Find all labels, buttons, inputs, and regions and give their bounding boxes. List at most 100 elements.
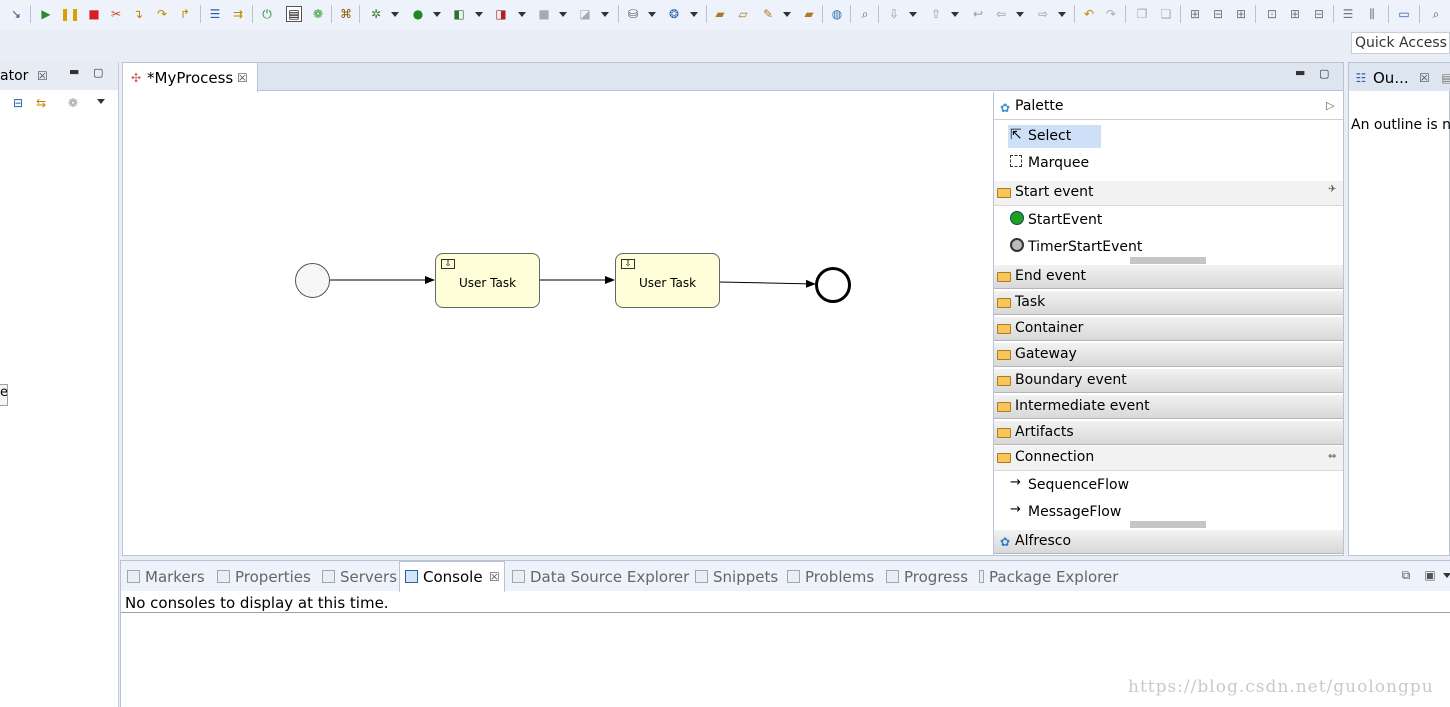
user-task-1[interactable]: ⇩ User Task [435, 253, 540, 308]
new-project-dropdown-icon[interactable] [690, 12, 698, 17]
prev-annotation-dropdown-icon[interactable] [951, 12, 959, 17]
profile-dropdown-icon[interactable] [518, 12, 526, 17]
tab-myprocess[interactable]: ✣ *MyProcess ☒ [123, 63, 258, 92]
minimize-icon[interactable]: ▬ [69, 65, 80, 78]
navigator-tab-label[interactable]: ator [0, 68, 29, 84]
entry-messageflow[interactable]: MessageFlow [1028, 504, 1122, 520]
palette-header[interactable]: ✿ Palette ▷ [994, 95, 1343, 120]
close-icon[interactable]: ☒ [1419, 71, 1430, 85]
filter-icon[interactable]: ❁ [67, 96, 79, 110]
tab-package-explorer[interactable]: Package Explorer [979, 568, 1118, 586]
next-annotation-icon[interactable]: ⇩ [888, 7, 900, 21]
tab-progress[interactable]: Progress [886, 568, 968, 586]
debug-icon[interactable]: ✲ [370, 7, 382, 21]
search-icon[interactable]: ⌕ [1432, 7, 1440, 21]
tool-select[interactable]: Select [1028, 128, 1072, 144]
drawer-task[interactable]: Task [994, 290, 1343, 315]
tab-data-source-explorer[interactable]: Data Source Explorer [512, 568, 689, 586]
profile-icon[interactable]: ◨ [495, 7, 507, 21]
drop-to-frame-icon[interactable]: ☰ [209, 7, 221, 21]
drawer-artifacts[interactable]: Artifacts [994, 420, 1343, 445]
distribute-icon[interactable]: ⊞ [1235, 7, 1247, 21]
drawer-scroll-indicator[interactable] [1130, 521, 1206, 528]
run-dropdown-icon[interactable] [433, 12, 441, 17]
tab-problems[interactable]: Problems [787, 568, 874, 586]
close-icon[interactable]: ☒ [37, 69, 48, 83]
drawer-boundary-event[interactable]: Boundary event [994, 368, 1343, 393]
drawer-container[interactable]: Container [994, 316, 1343, 341]
back-dropdown-icon[interactable] [1016, 12, 1024, 17]
end-event[interactable] [815, 267, 851, 303]
forward-dropdown-icon[interactable] [1058, 12, 1066, 17]
console-dropdown-icon[interactable] [1443, 573, 1450, 578]
terminate-icon[interactable]: ■ [88, 7, 100, 21]
maximize-icon[interactable]: ▢ [1319, 67, 1330, 80]
drawer-intermediate-event[interactable]: Intermediate event [994, 394, 1343, 419]
quick-access-field[interactable]: Quick Access [1351, 32, 1450, 54]
open-folder-icon[interactable]: ▰ [715, 7, 725, 21]
globe-icon[interactable]: ◍ [831, 7, 843, 21]
forward-icon[interactable]: ⇨ [1037, 7, 1049, 21]
new-server-dropdown-icon[interactable] [648, 12, 656, 17]
entry-timerstartevent[interactable]: TimerStartEvent [1028, 239, 1143, 255]
spring-boot-icon[interactable]: ⏻ [262, 7, 272, 21]
debug-dropdown-icon[interactable] [391, 12, 399, 17]
tab-servers[interactable]: Servers [322, 568, 397, 586]
suspend-icon[interactable]: ❚❚ [59, 7, 81, 21]
zoom-in-icon[interactable]: ☰ [1342, 7, 1354, 21]
pin-icon[interactable]: ✈ [1328, 184, 1337, 195]
link-with-editor-icon[interactable]: ⇆ [35, 96, 47, 110]
back-icon[interactable]: ⇦ [995, 7, 1007, 21]
palette-collapse-icon[interactable]: ▷ [1326, 99, 1335, 112]
close-icon[interactable]: ☒ [489, 570, 500, 584]
match-size-icon[interactable]: ⊡ [1266, 7, 1278, 21]
tab-console[interactable]: Console [405, 568, 483, 586]
toggle-breakpoint-view-icon[interactable]: ▤ [286, 6, 302, 22]
deploy-dropdown-icon[interactable] [783, 12, 791, 17]
sequence-flow-3[interactable] [718, 279, 816, 288]
prev-annotation-icon[interactable]: ⇧ [930, 7, 942, 21]
new-server-icon[interactable]: ⛁ [627, 7, 639, 21]
minimize-icon[interactable]: ▬ [1295, 66, 1306, 79]
maximize-icon[interactable]: ▢ [93, 66, 104, 79]
step-over-icon[interactable]: ↷ [156, 7, 168, 21]
new-project-icon[interactable]: ❂ [668, 7, 680, 21]
drawer-connection[interactable]: Connection ⇔ [994, 446, 1343, 471]
outline-tab-label[interactable]: Ou... [1373, 69, 1409, 87]
drawer-alfresco[interactable]: ✿ Alfresco [994, 529, 1343, 554]
external-tools-dropdown-icon[interactable] [559, 12, 567, 17]
snap-icon[interactable]: ⊟ [1313, 7, 1325, 21]
step-return-icon[interactable]: ↱ [179, 7, 191, 21]
grid-icon[interactable]: ⊞ [1289, 7, 1301, 21]
redo-icon[interactable]: ↷ [1105, 7, 1117, 21]
resume-icon[interactable]: ▶ [41, 7, 51, 21]
paste-icon[interactable]: ❏ [1160, 7, 1172, 21]
disconnect-icon[interactable]: ✂ [110, 7, 122, 21]
coverage-icon[interactable]: ◧ [453, 7, 465, 21]
last-edit-icon[interactable]: ↩ [972, 7, 984, 21]
display-console-icon[interactable]: ▣ [1424, 568, 1436, 582]
deploy-icon[interactable]: ✎ [762, 7, 774, 21]
entry-startevent[interactable]: StartEvent [1028, 212, 1103, 228]
view-tab-icon[interactable]: ▤ [1441, 71, 1450, 85]
view-menu-icon[interactable] [97, 99, 105, 104]
tab-properties[interactable]: Properties [217, 568, 311, 586]
close-icon[interactable]: ☒ [237, 71, 248, 85]
zoom-out-icon[interactable]: ⫼ [1369, 7, 1375, 21]
user-task-2[interactable]: ⇩ User Task [615, 253, 720, 308]
align-icon[interactable]: ⊟ [1212, 7, 1224, 21]
collapse-all-icon[interactable]: ⊟ [12, 96, 24, 110]
coverage-dropdown-icon[interactable] [475, 12, 483, 17]
start-event[interactable] [295, 263, 330, 298]
stop-icon[interactable]: ◪ [579, 7, 591, 21]
diagram-canvas[interactable]: ⇩ User Task ⇩ User Task [123, 92, 991, 555]
entry-sequenceflow[interactable]: SequenceFlow [1028, 477, 1130, 493]
search-icon[interactable]: ⌕ [861, 7, 869, 21]
drawer-scroll-indicator[interactable] [1130, 257, 1206, 264]
minimize-icon[interactable]: ▭ [1398, 7, 1410, 21]
open-file-icon[interactable]: ▰ [804, 7, 814, 21]
open-type-icon[interactable]: ⌘ [340, 7, 352, 21]
tab-markers[interactable]: Markers [127, 568, 205, 586]
tool-marquee[interactable]: Marquee [1028, 155, 1090, 171]
use-step-filters-icon[interactable]: ⇉ [232, 7, 244, 21]
